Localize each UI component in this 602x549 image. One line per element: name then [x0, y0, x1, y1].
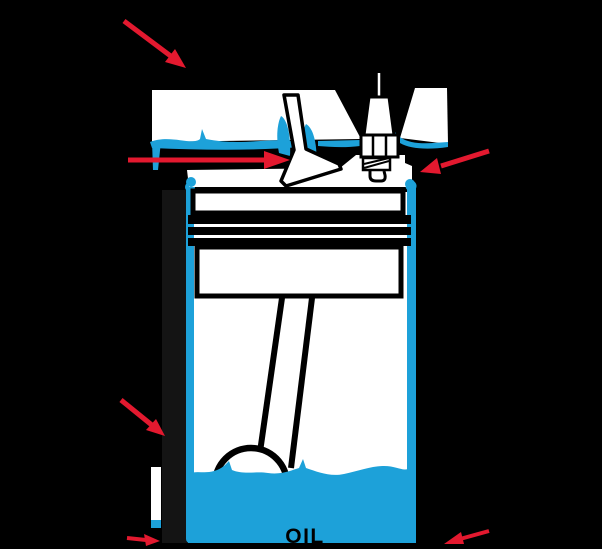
arrow-dipstick-head	[144, 534, 160, 546]
spark-plug-insulator	[362, 95, 396, 137]
piston-crown	[190, 188, 406, 216]
arrow-cylinder-head-right-shaft	[440, 148, 490, 169]
oil-film-right-wall	[407, 182, 416, 543]
oil-sump	[188, 459, 416, 543]
arrow-valve-cover-top	[122, 19, 186, 68]
piston-ring-3	[188, 238, 411, 246]
arrow-oil-sump-shaft	[459, 529, 490, 541]
piston	[188, 188, 411, 299]
cylinder-block-wall	[162, 190, 188, 543]
piston-ring-1	[188, 215, 411, 224]
arrow-cylinder-wall	[119, 398, 165, 436]
valve	[279, 93, 343, 188]
piston-skirt	[194, 244, 404, 299]
spark-plug-electrode	[368, 170, 387, 183]
oil-film-left-wall	[186, 184, 194, 543]
oil-film-right-of-valve	[318, 140, 360, 148]
oil-drop-deck-right	[405, 179, 415, 189]
arrow-cylinder-head-right-head	[420, 158, 441, 174]
connecting-rod-left-edge	[257, 297, 285, 453]
arrow-cylinder-wall-head	[146, 419, 165, 436]
oil-film-under-left-cover	[150, 129, 300, 150]
oil-drop-deck-left	[186, 177, 196, 187]
oil-blob-valve-guide-left	[277, 116, 291, 156]
arrow-dipstick-shaft	[126, 536, 147, 542]
arrow-valve-stem	[128, 151, 290, 169]
callout-arrows	[119, 19, 490, 546]
dipstick-oil-level-mark	[151, 520, 161, 528]
oil-film-under-right-cover	[400, 137, 448, 149]
arrow-cylinder-head-right	[420, 148, 490, 174]
valve-cover-right	[400, 88, 448, 144]
arrow-oil-sump-head	[444, 532, 464, 544]
spark-plug-body	[359, 133, 400, 159]
dipstick	[151, 467, 161, 528]
arrow-oil-sump	[444, 529, 490, 544]
arrow-dipstick	[126, 534, 160, 546]
connecting-rod-right-edge	[288, 297, 315, 469]
arrow-cylinder-wall-shaft	[119, 398, 155, 428]
dipstick-blade	[151, 467, 161, 522]
oil-label: OIL	[285, 525, 325, 548]
piston-ring-2	[188, 227, 411, 235]
arrow-valve-stem-head	[264, 151, 290, 169]
spark-plug-thread-line-2	[363, 157, 390, 165]
arrow-valve-cover-top-head	[165, 49, 186, 68]
arrow-valve-cover-top-shaft	[122, 19, 174, 59]
valve-cover-left	[152, 90, 361, 142]
oil-drip-left-edge	[152, 141, 161, 170]
spark-plug	[359, 73, 400, 183]
spark-plug-thread-line-1	[363, 160, 390, 169]
